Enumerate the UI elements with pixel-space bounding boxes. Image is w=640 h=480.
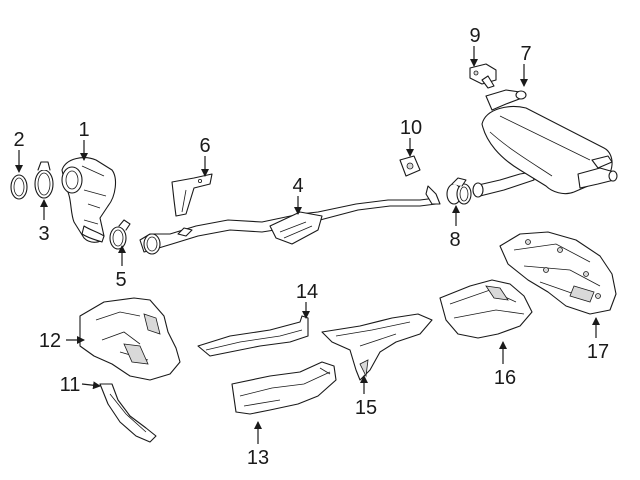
callout-5: 5 (115, 269, 126, 291)
part-1-catalytic-converter (61, 157, 117, 243)
part-5-clamp (109, 219, 131, 250)
part-7-rear-muffler (472, 89, 618, 198)
callout-1: 1 (78, 119, 89, 141)
callout-17: 17 (587, 341, 609, 363)
part-11-bracket (99, 383, 157, 443)
callout-4: 4 (292, 175, 303, 197)
callout-3: 3 (38, 223, 49, 245)
callout-11: 11 (60, 374, 81, 396)
part-15-heat-shield (321, 313, 433, 381)
callout-2: 2 (13, 129, 24, 151)
callout-6: 6 (199, 135, 210, 157)
callout-14: 14 (296, 281, 318, 303)
part-6-bracket (171, 173, 213, 217)
part-14-heat-shield (197, 315, 309, 357)
callout-9: 9 (469, 25, 480, 47)
part-17-heat-shield (499, 231, 617, 315)
part-13-heat-shield (231, 361, 337, 415)
part-16-heat-shield (439, 279, 533, 339)
callout-12: 12 (39, 330, 61, 352)
part-8-clamp (446, 177, 472, 205)
part-2-gasket (10, 174, 28, 200)
part-12-heat-shield (79, 297, 181, 381)
part-10-rubber-mount (399, 155, 421, 177)
callout-13: 13 (247, 447, 269, 469)
part-3-clamp (34, 161, 54, 199)
callout-10: 10 (400, 117, 422, 139)
callout-8: 8 (449, 229, 460, 251)
callout-16: 16 (494, 367, 516, 389)
part-9-sensor (469, 63, 497, 89)
leader-lines (15, 46, 600, 444)
leader-11 (81, 381, 101, 390)
callout-15: 15 (355, 397, 377, 419)
callout-7: 7 (520, 43, 531, 65)
callout-numbers: 1 2 3 4 5 6 7 8 9 10 11 12 13 14 15 16 1… (13, 25, 609, 469)
